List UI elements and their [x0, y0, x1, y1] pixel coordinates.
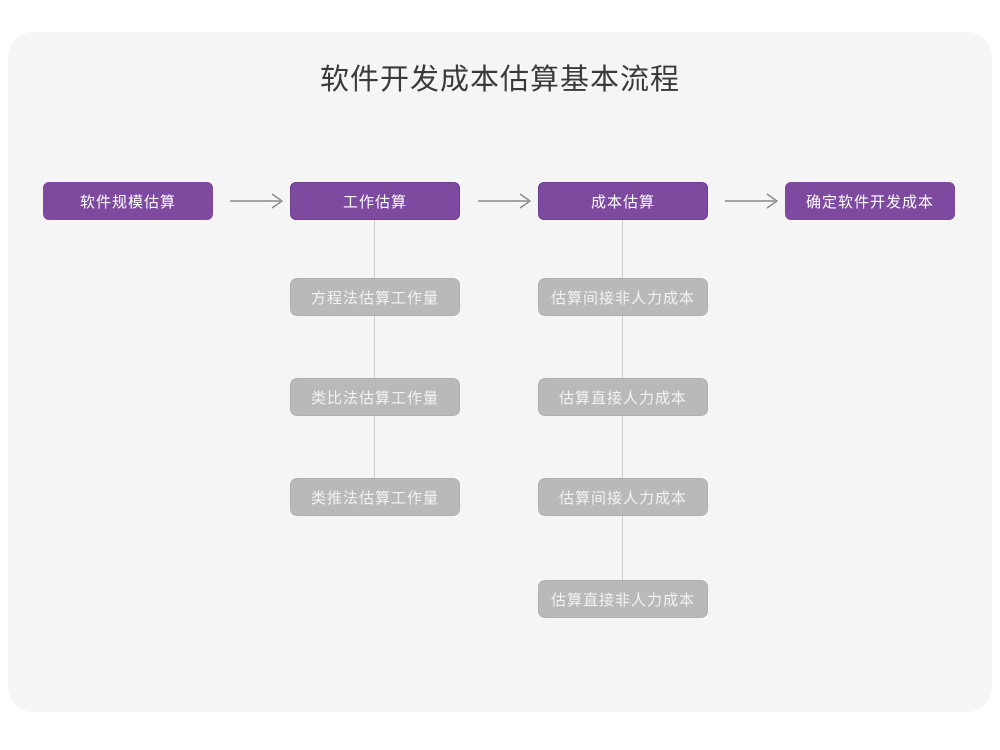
sub-node-direct-nonlabor-cost[interactable]: 估算直接非人力成本 — [538, 580, 708, 618]
flow-node-determine-development-cost[interactable]: 确定软件开发成本 — [785, 182, 955, 220]
diagram-card — [8, 32, 992, 712]
connector-cost-3 — [622, 416, 623, 478]
flow-node-label: 成本估算 — [590, 193, 655, 211]
page-title: 软件开发成本估算基本流程 — [319, 64, 680, 96]
sub-node-equation-method-workload[interactable]: 方程法估算工作量 — [290, 278, 460, 316]
sub-node-inference-method-workload[interactable]: 类推法估算工作量 — [290, 478, 460, 516]
flow-node-label: 软件规模估算 — [79, 193, 176, 211]
sub-node-label: 估算直接人力成本 — [558, 389, 687, 407]
sub-node-label: 估算间接人力成本 — [558, 489, 687, 507]
connector-work-1 — [374, 220, 375, 278]
flow-node-label: 工作估算 — [342, 193, 407, 211]
connector-cost-1 — [622, 220, 623, 278]
flow-node-cost-estimation[interactable]: 成本估算 — [538, 182, 708, 220]
sub-node-label: 类推法估算工作量 — [310, 489, 439, 507]
sub-node-label: 类比法估算工作量 — [310, 389, 439, 407]
flow-node-software-size-estimation[interactable]: 软件规模估算 — [43, 182, 213, 220]
sub-node-indirect-nonlabor-cost[interactable]: 估算间接非人力成本 — [538, 278, 708, 316]
arrow-right-icon-2 — [476, 190, 538, 212]
sub-node-analogy-method-workload[interactable]: 类比法估算工作量 — [290, 378, 460, 416]
sub-node-direct-labor-cost[interactable]: 估算直接人力成本 — [538, 378, 708, 416]
sub-node-label: 方程法估算工作量 — [310, 289, 439, 307]
sub-node-label: 估算直接非人力成本 — [550, 591, 695, 609]
flow-node-work-estimation[interactable]: 工作估算 — [290, 182, 460, 220]
arrow-right-icon-3 — [723, 190, 785, 212]
sub-node-indirect-labor-cost[interactable]: 估算间接人力成本 — [538, 478, 708, 516]
flow-node-label: 确定软件开发成本 — [805, 193, 934, 211]
connector-cost-2 — [622, 316, 623, 378]
connector-work-2 — [374, 316, 375, 378]
arrow-right-icon-1 — [228, 190, 290, 212]
sub-node-label: 估算间接非人力成本 — [550, 289, 695, 307]
connector-cost-4 — [622, 516, 623, 580]
connector-work-3 — [374, 416, 375, 478]
